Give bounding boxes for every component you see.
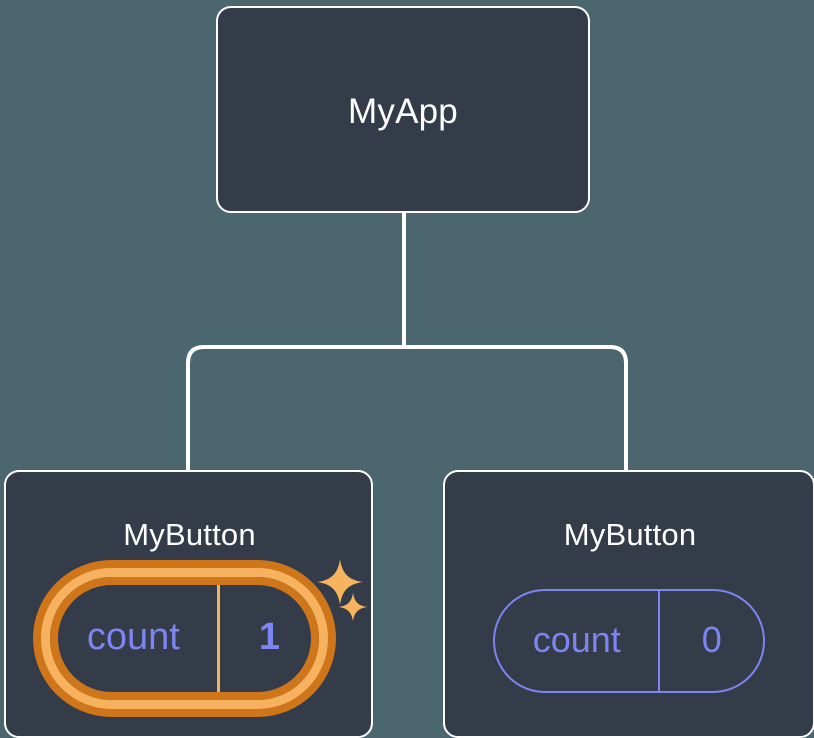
- state-value-left: 1: [216, 577, 319, 700]
- state-key-label-right: count: [532, 618, 621, 660]
- state-pill-highlighted[interactable]: count 1: [41, 568, 328, 709]
- component-node-myapp[interactable]: MyApp: [216, 6, 590, 213]
- node-title-mybutton-left: MyButton: [123, 517, 256, 552]
- node-title-mybutton-right: MyButton: [563, 517, 697, 552]
- state-value-right: 0: [658, 591, 763, 691]
- state-pill-plain[interactable]: count 0: [493, 589, 765, 693]
- node-title-myapp: MyApp: [348, 92, 458, 131]
- connector-branch-bus: [186, 345, 628, 472]
- state-key-label-left: count: [86, 615, 180, 658]
